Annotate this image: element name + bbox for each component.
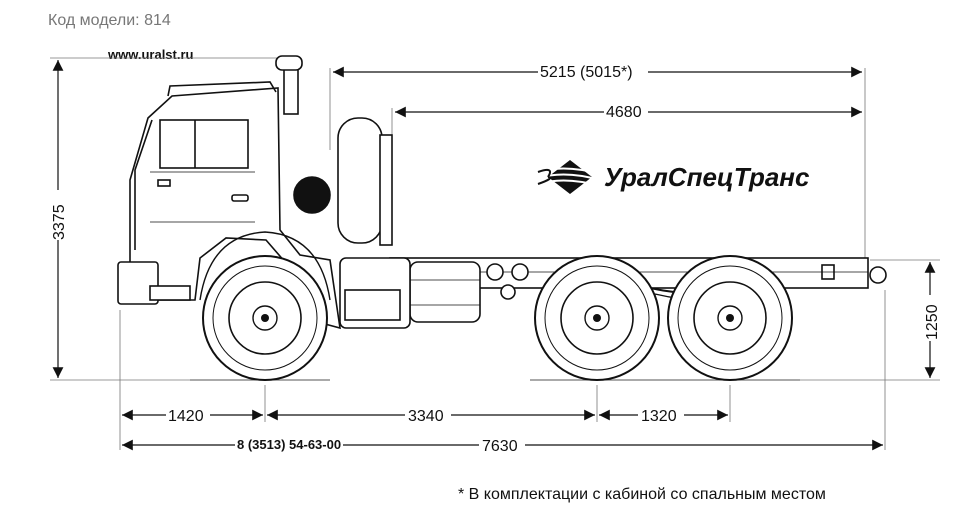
rear-wheel-2 bbox=[667, 255, 793, 381]
cab-window bbox=[159, 119, 249, 169]
footnote-text: * В комплектации с кабиной со спальным м… bbox=[458, 486, 826, 503]
extension-lines bbox=[50, 57, 940, 450]
dim-wheelbase: 3340 bbox=[408, 408, 444, 425]
company-logo-text: УралСпецТранс bbox=[604, 162, 810, 192]
spare-wheel bbox=[337, 117, 383, 244]
dim-overall-length: 7630 bbox=[482, 438, 518, 455]
front-bumper bbox=[117, 261, 159, 305]
model-code-label: Код модели: 814 bbox=[48, 12, 171, 29]
dim-overall-top: 5215 (5015*) bbox=[540, 64, 633, 81]
rear-wheel-1 bbox=[534, 255, 660, 381]
exhaust-pipe bbox=[283, 65, 299, 115]
dim-rear-axle: 1320 bbox=[641, 408, 677, 425]
diamond-swoosh-logo-icon bbox=[537, 160, 601, 194]
dim-body-length: 4680 bbox=[606, 104, 642, 121]
dim-front-overhang: 1420 bbox=[168, 408, 204, 425]
dim-frame-height: 1250 bbox=[924, 304, 941, 340]
phone-number: 8 (3513) 54-63-00 bbox=[235, 437, 344, 452]
wheels bbox=[202, 255, 793, 381]
fuel-tank bbox=[409, 261, 481, 323]
dim-total-height: 3375 bbox=[51, 204, 68, 240]
front-wheel bbox=[202, 255, 328, 381]
truck-body bbox=[117, 55, 887, 330]
